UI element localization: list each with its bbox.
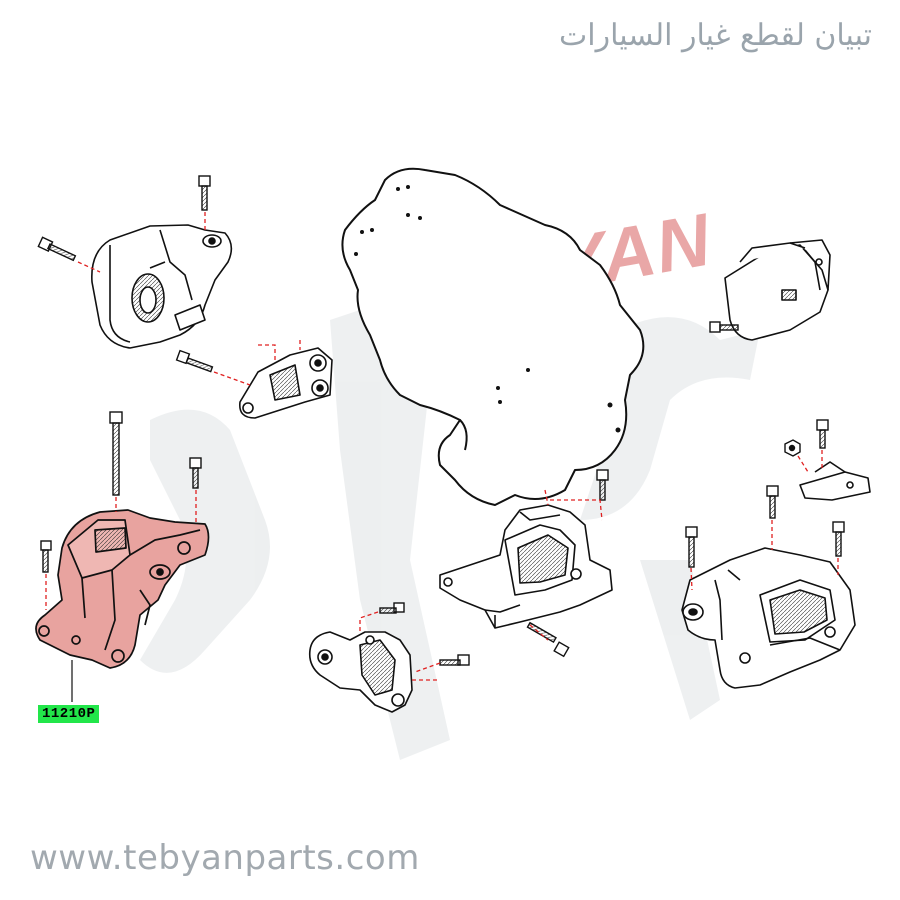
rear-mount-assembly xyxy=(681,547,856,689)
bolt xyxy=(40,540,52,573)
upper-engine-mount xyxy=(91,224,233,349)
engine-block-outline xyxy=(341,167,645,506)
leader-lines xyxy=(359,611,441,681)
engine-block-bolt-holes xyxy=(354,185,621,433)
bolt xyxy=(439,654,470,666)
small-bracket xyxy=(799,461,871,501)
highlighted-mount-11210P xyxy=(35,509,210,669)
control-module xyxy=(724,239,831,341)
bolt xyxy=(832,521,845,557)
leader-lines xyxy=(529,489,603,641)
torque-rod-bracket xyxy=(308,631,413,713)
leader-lines xyxy=(45,490,197,610)
bolt xyxy=(709,321,739,333)
bolt xyxy=(766,485,779,519)
bolt xyxy=(379,602,405,614)
nut xyxy=(784,439,801,457)
website-url: www.tebyanparts.com xyxy=(30,838,420,878)
leader-lines xyxy=(690,450,839,591)
bolt xyxy=(816,419,829,449)
long-bolt xyxy=(109,411,123,496)
leader-lines xyxy=(213,340,301,386)
mount-bracket xyxy=(238,347,333,419)
part-number-label: 11210P xyxy=(38,705,100,723)
bolt xyxy=(189,457,202,489)
transmission-mount xyxy=(439,504,613,629)
arabic-store-title: تبيان لقطع غيار السيارات xyxy=(559,18,872,53)
bolt xyxy=(596,469,609,501)
bolt xyxy=(175,349,214,373)
bolt xyxy=(198,175,211,211)
bolt xyxy=(685,526,698,568)
leader-lines xyxy=(77,212,206,273)
bolt xyxy=(526,621,570,658)
bolt xyxy=(37,236,77,262)
